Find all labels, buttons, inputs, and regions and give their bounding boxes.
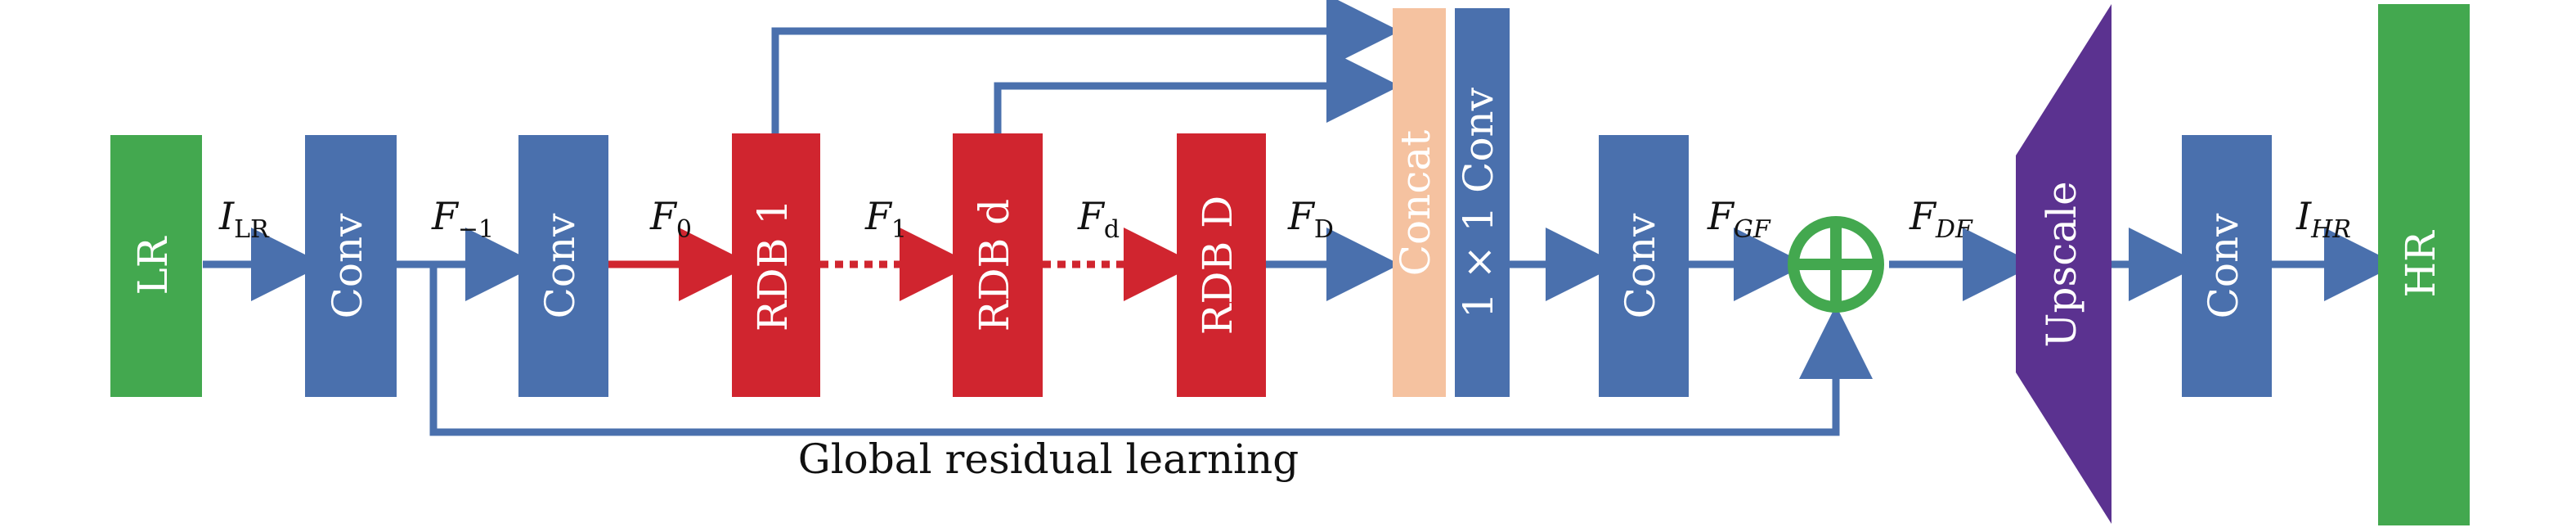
- conv-block-2-label: Conv: [536, 213, 584, 319]
- rdb-1-block: [732, 133, 820, 397]
- concat-block: [1393, 8, 1446, 397]
- rdb-D-label: RDB D: [1194, 196, 1241, 335]
- arrow-rdbd-concat: [994, 49, 1400, 133]
- hr-block: [2378, 4, 2470, 525]
- connectors: [203, 0, 2398, 436]
- rdb-d-label: RDB d: [971, 199, 1018, 331]
- conv-block-2: [518, 135, 608, 397]
- label-fgf: FGF: [1707, 194, 1771, 244]
- label-f0: F0: [649, 194, 692, 244]
- upscale-block: [2016, 4, 2112, 524]
- upscale-label: Upscale: [2038, 181, 2085, 347]
- conv-block-3-label: Conv: [1617, 213, 1664, 319]
- label-ilr: ILR: [218, 194, 270, 244]
- hr-block-label: HR: [2397, 230, 2444, 298]
- conv-block-1-label: Conv: [324, 213, 371, 319]
- conv1x1-label: 1 × 1 Conv: [1455, 87, 1502, 318]
- label-ihr: IHR: [2296, 194, 2351, 244]
- conv-block-4-label: Conv: [2200, 213, 2247, 319]
- label-fD: FD: [1287, 194, 1334, 244]
- label-f1: F1: [864, 194, 907, 244]
- blocks: LR Conv Conv RDB 1 RDB d RDB D Concat 1 …: [110, 4, 2470, 525]
- lr-block-label: LR: [129, 236, 177, 295]
- label-fd: Fd: [1077, 194, 1120, 244]
- arrow-global-residual: [429, 264, 1873, 436]
- rdb-D-block: [1177, 133, 1266, 397]
- concat-label: Concat: [1392, 130, 1439, 276]
- label-f-minus1: F−1: [431, 194, 494, 244]
- conv1x1-block: [1455, 8, 1510, 397]
- global-residual-caption: Global residual learning: [798, 435, 1299, 483]
- conv-block-4: [2182, 135, 2272, 397]
- conv-block-1: [305, 135, 397, 397]
- rdb-d-block: [953, 133, 1043, 397]
- sum-node: [1788, 216, 1884, 313]
- conv-block-3: [1599, 135, 1689, 397]
- arrow-rdb1-concat: [771, 0, 1400, 133]
- label-fdf: FDF: [1909, 194, 1973, 244]
- feature-labels: ILR F−1 F0 F1 Fd FD FGF FDF IHR: [218, 194, 2351, 244]
- lr-block: [110, 135, 202, 397]
- rdb-1-label: RDB 1: [749, 199, 797, 331]
